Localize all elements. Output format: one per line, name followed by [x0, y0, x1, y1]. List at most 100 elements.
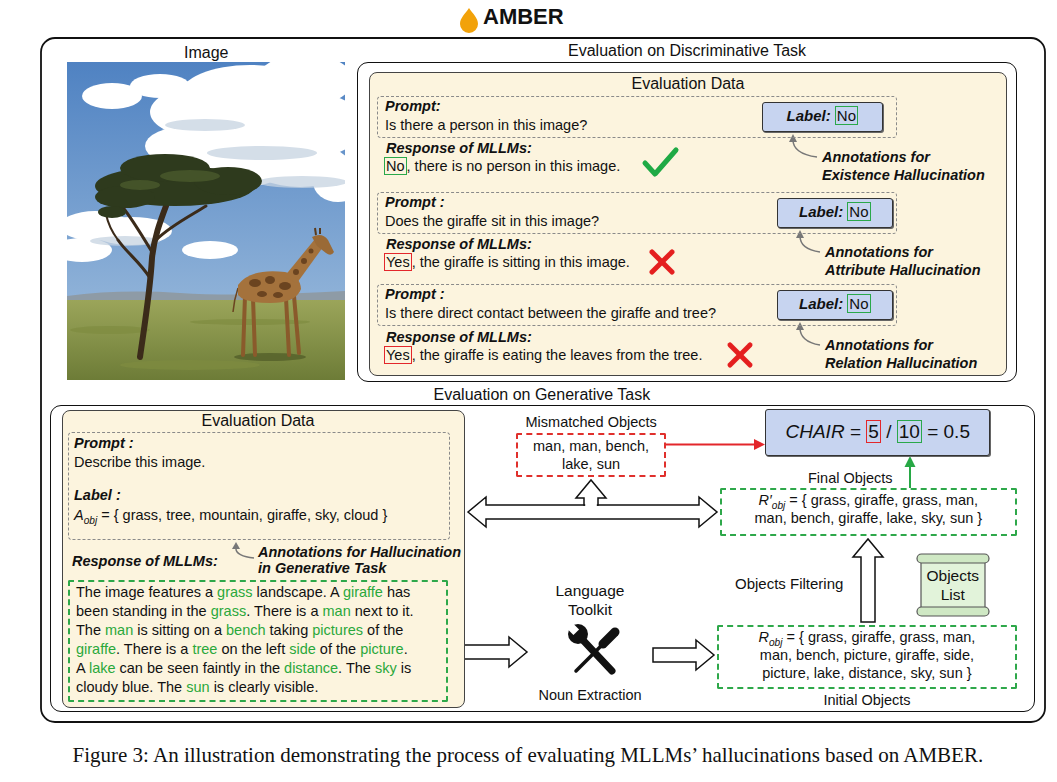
giraffe-photo-part-part — [253, 298, 255, 355]
figure-title: AMBER — [483, 4, 564, 30]
branch-body — [576, 480, 606, 505]
styled-word: bench — [226, 622, 266, 638]
giraffe-photo-part-part — [190, 319, 310, 325]
image-label: Image — [184, 43, 228, 63]
styled-word: grass — [217, 584, 252, 600]
styled-word: Label: — [799, 295, 843, 312]
response-box: The image features a grass landscape. A … — [68, 580, 448, 702]
step-title: Language Toolkit — [556, 581, 625, 619]
annotation-leader-part — [800, 236, 820, 252]
styled-word: side — [289, 641, 316, 657]
giraffe-photo-part-part — [120, 180, 160, 190]
object-set: R′obj = { grass, giraffe, grass, man, ma… — [755, 491, 983, 527]
arrow-head — [754, 439, 765, 450]
section-panel: Evaluation on Discriminative Task Evalua… — [357, 62, 1017, 382]
prompt-box: Prompt:Is there a person in this image?L… — [377, 96, 897, 138]
tool-icon-part — [565, 621, 579, 635]
response-heading: Response of MLLMs: — [386, 328, 532, 346]
response-text: Yes, the giraffe is sitting in this imag… — [384, 253, 630, 271]
styled-word: grass — [211, 603, 246, 619]
giraffe-photo-part-part — [120, 360, 260, 370]
tool-icon-part — [576, 645, 602, 671]
arrow-line — [666, 439, 765, 450]
subscript: obj — [769, 637, 783, 648]
scroll-shape-part — [917, 554, 989, 563]
metric-formula: CHAIR = 5 / 10 = 0.5 — [786, 419, 970, 445]
response-heading: Response of MLLMs: — [386, 235, 532, 253]
section-heading: Evaluation on Discriminative Task — [568, 41, 806, 61]
annotation-leader-part — [800, 328, 820, 345]
scroll-text: Objects List — [927, 566, 980, 604]
panel-heading: Evaluation Data — [632, 74, 745, 94]
styled-word: No — [847, 294, 870, 313]
annotation-text: Annotations for Hallucination in Generat… — [258, 544, 461, 576]
giraffe-photo-part-part — [98, 206, 126, 218]
tool-icon-part — [603, 632, 615, 644]
box-heading: Initial Objects — [824, 691, 911, 709]
label-heading: Label : — [74, 486, 121, 504]
subscript: obj — [772, 500, 786, 511]
edge-label: Objects Filtering — [735, 574, 843, 594]
mismatch-box: Mismatched Objectsman, man, bench, lake,… — [516, 433, 666, 477]
prompt-box: Prompt :Does the giraffe sit in this ima… — [377, 192, 897, 234]
giraffe-photo-part-part — [130, 74, 190, 98]
giraffe-photo-part-part — [286, 298, 289, 355]
giraffe-photo-part — [319, 228, 321, 234]
styled-word: distance — [284, 660, 338, 676]
prompt-heading: Prompt: — [385, 97, 441, 115]
scroll-box: Objects List — [915, 552, 991, 618]
prompt-text: Is there direct contact between the gira… — [385, 304, 716, 322]
prompt-text: Does the giraffe sit in this image? — [385, 212, 599, 230]
giraffe-photo-part-part — [265, 276, 275, 284]
step-caption: Noun Extraction — [539, 686, 642, 704]
giraffe-photo-part — [106, 205, 206, 357]
giraffe-photo-part — [249, 249, 314, 299]
label-text: Label: No — [787, 106, 859, 126]
annotation-leader — [236, 549, 254, 558]
giraffe-photo-part — [312, 235, 334, 255]
arrow-body — [853, 539, 883, 622]
metric-box: CHAIR = 5 / 10 = 0.5 — [765, 409, 990, 456]
giraffe-photo-part-part — [160, 170, 220, 182]
arrow-shaft — [666, 444, 756, 446]
block-arrow — [853, 539, 883, 622]
label-box: Label: No — [762, 102, 883, 132]
figure-caption: Figure 3: An illustration demonstrating … — [73, 742, 984, 768]
prompt-heading: Prompt : — [385, 285, 445, 303]
response-heading: Response of MLLMs: — [72, 552, 218, 570]
styled-word: pictures — [312, 622, 363, 638]
giraffe-photo-part-part — [257, 291, 267, 297]
giraffe-photo-part-part — [118, 240, 150, 278]
giraffe-photo-part — [67, 62, 345, 262]
giraffe-photo-part-part — [243, 296, 245, 355]
styled-word: picture — [360, 641, 404, 657]
styled-word: R′obj — [759, 492, 786, 508]
giraffe-photo-part-part — [165, 119, 245, 131]
branch-join — [585, 504, 597, 507]
prompt-heading: Prompt : — [385, 193, 445, 211]
annotation-text: Annotations for Existence Hallucination — [822, 148, 985, 184]
styled-word: No — [847, 202, 870, 221]
arrow-shaft — [909, 465, 911, 488]
styled-word: man — [105, 622, 133, 638]
styled-word: Aobj — [74, 507, 97, 523]
styled-word: tree — [192, 641, 217, 657]
cross-mark — [730, 345, 750, 365]
styled-word: giraffe — [343, 584, 383, 600]
prompt-heading: Prompt : — [74, 434, 134, 452]
label-text: Label: No — [799, 294, 871, 314]
styled-word: giraffe — [76, 641, 116, 657]
leader-head-part — [789, 134, 797, 142]
label-box: Label: No — [777, 290, 893, 320]
cross-mark-part — [652, 252, 672, 272]
styled-word: Yes — [384, 253, 412, 271]
giraffe-photo-part — [315, 228, 316, 235]
outer-frame — [41, 38, 1045, 722]
check-mark — [645, 150, 676, 174]
giraffe-photo-part — [243, 296, 299, 355]
giraffe-photo-part-part — [257, 176, 345, 188]
giraffe-photo-part-part — [293, 269, 299, 275]
giraffe-photo-part — [120, 170, 220, 190]
leader-head-part — [796, 322, 804, 330]
